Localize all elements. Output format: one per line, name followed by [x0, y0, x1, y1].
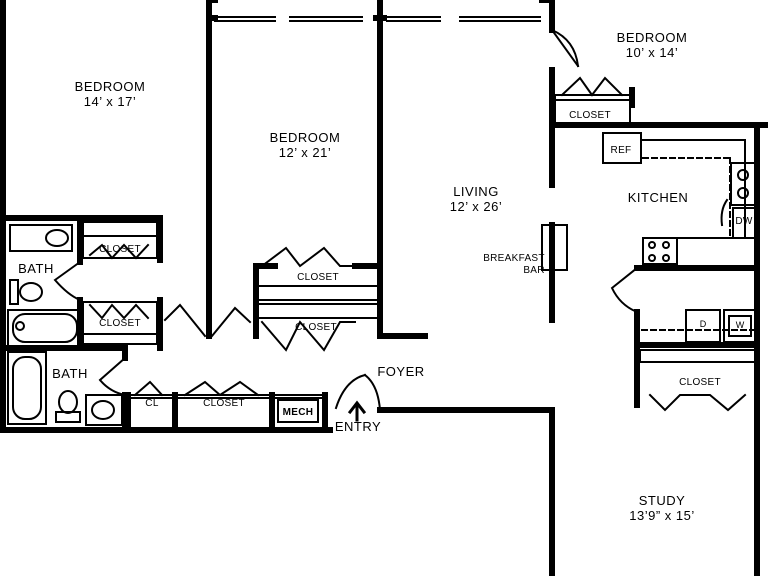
- room-name: ENTRY: [334, 419, 382, 434]
- breakfast-bar-line1: BREAKFAST: [483, 253, 545, 264]
- closet-mid-lower-label: CLOSET: [295, 322, 337, 333]
- entry-arrow-icon: [347, 400, 367, 422]
- room-name: BEDROOM: [616, 30, 688, 45]
- room-size: 14’ x 17’: [83, 93, 137, 109]
- room-name: KITCHEN: [627, 190, 689, 205]
- kitchen-counter: [541, 132, 756, 271]
- room-name: BATH: [18, 261, 54, 276]
- room-name: LIVING: [453, 184, 499, 199]
- room-bedroom-middle: BEDROOM 12’ x 21’: [269, 130, 341, 161]
- room-size: 10’ x 14’: [625, 44, 679, 60]
- room-size: 13’9” x 15’: [629, 507, 695, 523]
- closet-bath-upper-label: CLOSET: [99, 244, 141, 255]
- windows: [214, 16, 541, 22]
- washer-label: W: [735, 320, 745, 330]
- closet-laundry-label: CLOSET: [679, 377, 721, 388]
- room-name: BATH: [52, 366, 88, 381]
- closet-mid-upper-label: CLOSET: [297, 272, 339, 283]
- room-bedroom-right: BEDROOM 10’ x 14’: [616, 30, 688, 61]
- room-bath-upper: BATH: [18, 261, 54, 277]
- room-kitchen: KITCHEN: [627, 190, 689, 206]
- room-bath-lower: BATH: [52, 366, 88, 382]
- room-foyer: FOYER: [377, 364, 425, 380]
- room-name: STUDY: [638, 493, 686, 508]
- doors: [53, 28, 747, 412]
- closet-hall-label: CLOSET: [203, 398, 245, 409]
- room-study: STUDY 13’9” x 15’: [629, 493, 695, 524]
- room-size: 12’ x 21’: [278, 144, 332, 160]
- room-size: 12’ x 26’: [449, 198, 503, 214]
- closet-right-bedroom-label: CLOSET: [569, 110, 611, 121]
- bath-fixtures: [7, 224, 123, 426]
- room-entry: ENTRY: [334, 419, 382, 435]
- cl-label: CL: [145, 398, 159, 409]
- room-name: BEDROOM: [74, 79, 146, 94]
- dryer-label: D: [699, 319, 707, 329]
- breakfast-bar-label: BREAKFAST BAR: [483, 253, 545, 276]
- closet-bath-lower-label: CLOSET: [99, 318, 141, 329]
- breakfast-bar-line2: BAR: [523, 264, 545, 276]
- dw-label: DW: [735, 216, 753, 227]
- room-bedroom-left: BEDROOM 14’ x 17’: [74, 79, 146, 110]
- room-name: FOYER: [377, 364, 425, 379]
- room-living: LIVING 12’ x 26’: [449, 184, 503, 215]
- ref-label: REF: [610, 145, 632, 156]
- room-name: BEDROOM: [269, 130, 341, 145]
- laundry: [685, 309, 758, 343]
- mech-label: MECH: [282, 407, 314, 418]
